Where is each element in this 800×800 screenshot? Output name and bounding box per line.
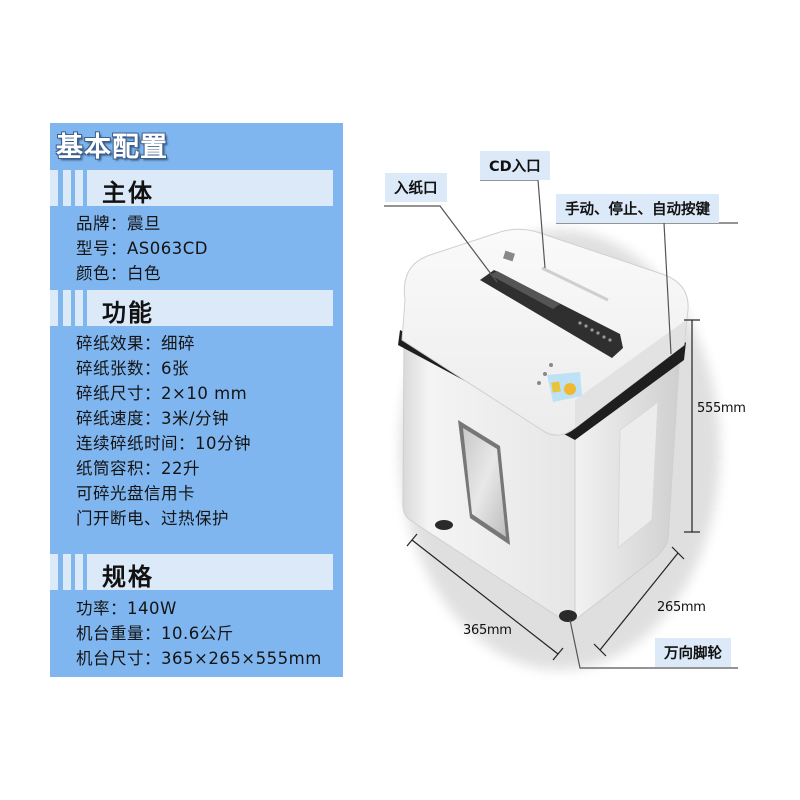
side-handle-recess — [617, 400, 659, 550]
paper-slot-bar — [480, 270, 623, 358]
spec-shred-type: 碎纸效果：细碎 — [76, 334, 195, 353]
decorative-stripe — [75, 290, 83, 326]
decorative-stripe — [75, 554, 83, 590]
section-header-features: 功能 — [50, 290, 339, 327]
decorative-stripe — [63, 554, 71, 590]
spec-cd-card: 可碎光盘信用卡 — [76, 484, 195, 503]
section-heading: 功能 — [102, 299, 154, 327]
callout-casters: 万向脚轮 — [655, 638, 731, 667]
spec-brand: 品牌：震旦 — [76, 214, 161, 233]
caster-rear-left — [435, 520, 453, 530]
callout-leaders — [384, 179, 738, 669]
callout-control-buttons: 手动、停止、自动按键 — [556, 194, 719, 223]
dimension-width: 365mm — [463, 623, 512, 638]
decorative-stripe — [50, 170, 58, 206]
dimension-depth: 265mm — [657, 600, 706, 615]
spec-safety: 门开断电、过热保护 — [76, 509, 229, 528]
control-buttons — [578, 321, 612, 342]
section-header-specs: 规格 — [50, 554, 339, 591]
section-heading: 主体 — [102, 179, 154, 207]
caster-front — [559, 610, 577, 622]
spec-sheet-capacity: 碎纸张数：6张 — [76, 359, 189, 378]
spec-color: 颜色：白色 — [76, 264, 161, 283]
decorative-stripe — [63, 170, 71, 206]
cd-slot — [541, 266, 609, 302]
dimension-height: 555mm — [697, 401, 746, 416]
indicator-leds — [537, 363, 553, 385]
section-heading: 规格 — [102, 563, 154, 591]
dimension-lines — [406, 319, 700, 661]
bin-window — [463, 428, 506, 537]
decorative-stripe — [75, 170, 83, 206]
spec-dimensions: 机台尺寸：365×265×555mm — [76, 649, 322, 668]
cartoon-sticker — [547, 372, 582, 402]
spec-model: 型号：AS063CD — [76, 239, 208, 258]
spec-power: 功率：140W — [76, 599, 177, 618]
spec-bin-volume: 纸筒容积：22升 — [76, 459, 200, 478]
decorative-stripe — [63, 290, 71, 326]
spec-run-time: 连续碎纸时间：10分钟 — [76, 434, 251, 453]
brand-logo — [503, 250, 515, 262]
spec-weight: 机台重量：10.6公斤 — [76, 624, 234, 643]
spec-panel: 基本配置 主体 品牌：震旦 型号：AS063CD 颜色：白色 功能 碎纸效果：细… — [50, 123, 343, 677]
decorative-stripe — [50, 554, 58, 590]
section-header-main-body: 主体 — [50, 170, 339, 207]
callout-paper-slot: 入纸口 — [385, 173, 447, 202]
panel-title: 基本配置 — [56, 132, 168, 163]
decorative-stripe — [50, 290, 58, 326]
spec-shred-speed: 碎纸速度：3米/分钟 — [76, 409, 230, 428]
callout-cd-slot: CD入口 — [480, 151, 550, 180]
spec-shred-size: 碎纸尺寸：2×10 mm — [76, 384, 248, 403]
head-side — [575, 320, 686, 428]
